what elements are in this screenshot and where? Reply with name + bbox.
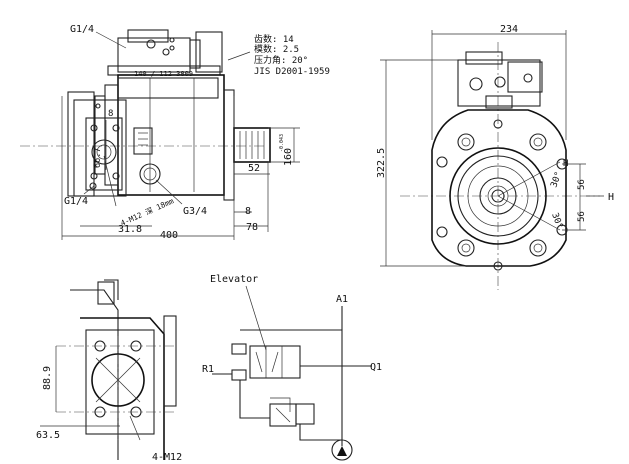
port-label-g34: G3/4 xyxy=(183,206,207,217)
dimension-31-8: 31.8 xyxy=(118,224,142,235)
spec-standard: JIS D2001-1959 xyxy=(254,67,330,77)
schematic-label-a1: A1 xyxy=(336,294,348,305)
nameplate-dimension: 140 / 112 3809 xyxy=(134,70,193,78)
dimension-66-7: 66.7 xyxy=(93,148,103,168)
dimension-400: 400 xyxy=(160,230,178,241)
dimension-160: 160 xyxy=(283,148,294,166)
spline-spec-block: 齿数: 14 模数: 2.5 压力角: 20° JIS D2001-1959 xyxy=(254,33,330,77)
hydraulic-schematic: Elevator A1 R1 Q1 xyxy=(202,274,382,461)
dimension-160-tolerance: -0.043 xyxy=(279,134,285,152)
elevator-label: Elevator xyxy=(210,274,258,285)
schematic-label-r1: R1 xyxy=(202,364,214,375)
dimension-63-5: 63.5 xyxy=(36,430,60,441)
dimension-322-5: 322.5 xyxy=(376,148,387,178)
dimension-8-top: 8 xyxy=(108,109,113,119)
port-detail-view: 88.9 63.5 4-M12 xyxy=(36,279,182,463)
spec-teeth: 齿数: 14 xyxy=(254,33,294,45)
dimension-88-9: 88.9 xyxy=(42,366,53,390)
dimension-234: 234 xyxy=(500,24,518,35)
dimension-30-lower: 30° xyxy=(549,212,564,231)
dimension-78: 78 xyxy=(246,222,258,233)
dimension-30-upper: 30° xyxy=(549,170,564,189)
dimension-8-right: 8 xyxy=(245,206,251,217)
port-label-h-right: H xyxy=(608,192,614,203)
port-label-h-left: H xyxy=(563,159,568,169)
front-view: 234 322.5 30° 30° 56 56 H H xyxy=(376,24,614,290)
dimension-56-upper: 56 xyxy=(577,179,587,190)
port-label-g14-top: G1/4 xyxy=(70,24,94,35)
port-label-g14-left: G1/4 xyxy=(64,196,88,207)
dimension-56-lower: 56 xyxy=(577,211,587,222)
bolt-note-bottom: 4-M12 xyxy=(152,452,182,463)
spec-pressure-angle: 压力角: 20° xyxy=(254,54,308,66)
dimension-52: 52 xyxy=(248,163,260,174)
spec-module: 模数: 2.5 xyxy=(254,43,299,55)
schematic-label-q1: Q1 xyxy=(370,362,382,373)
